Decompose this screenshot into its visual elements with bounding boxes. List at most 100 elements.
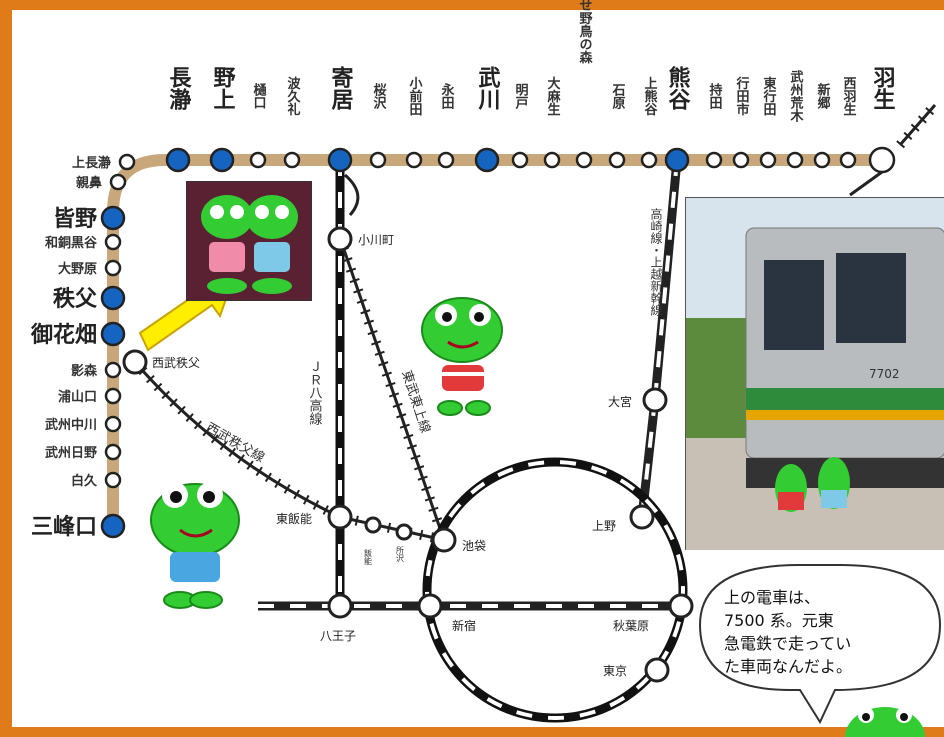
label-ueno: 上野 xyxy=(592,519,616,533)
station-dot-top-8[interactable] xyxy=(474,147,500,173)
frog-peek xyxy=(845,707,925,737)
station-label-top-18: 武州荒木 xyxy=(788,69,805,123)
border-bottom xyxy=(0,727,944,737)
station-dot-top-18[interactable] xyxy=(786,151,804,169)
tobu-tojo-line xyxy=(335,236,449,542)
speech-line-1: 上の電車は、 xyxy=(724,588,821,607)
yamanote-line xyxy=(422,457,688,723)
top-stations: 長瀞野上樋口波久礼寄居桜沢小前田永田武川明戸大麻生ひろせ野鳥の森石原上熊谷熊谷持… xyxy=(165,0,896,174)
station-dot-left-9[interactable] xyxy=(104,415,122,433)
photo-frog-figurines xyxy=(186,181,312,301)
station-label-top-3: 波久礼 xyxy=(285,76,301,117)
station-hanno[interactable] xyxy=(364,516,382,534)
station-dot-top-7[interactable] xyxy=(437,151,455,169)
station-shinjuku[interactable] xyxy=(417,593,443,619)
station-label-left-8: 浦山口 xyxy=(58,389,97,405)
tobu-loop xyxy=(343,173,360,217)
station-dot-top-19[interactable] xyxy=(813,151,831,169)
station-ikebukuro[interactable] xyxy=(431,527,457,553)
station-akihabara[interactable] xyxy=(668,593,694,619)
station-label-left-0: 上長瀞 xyxy=(72,155,111,171)
label-tokorozawa: 所沢 xyxy=(396,545,405,563)
station-dot-top-6[interactable] xyxy=(405,151,423,169)
station-dot-left-2[interactable] xyxy=(100,205,126,231)
station-label-top-1: 野上 xyxy=(210,66,236,110)
station-dot-left-8[interactable] xyxy=(104,387,122,405)
station-dot-top-9[interactable] xyxy=(511,151,529,169)
station-seibu-chichibu[interactable] xyxy=(122,349,148,375)
station-dot-top-20[interactable] xyxy=(839,151,857,169)
train-image: 7702 xyxy=(686,198,944,550)
station-label-top-20: 西羽生 xyxy=(841,77,857,116)
label-ikebukuro: 池袋 xyxy=(462,539,486,553)
station-dot-top-0[interactable] xyxy=(165,147,191,173)
station-dot-top-4[interactable] xyxy=(327,147,353,173)
station-label-top-16: 行田市 xyxy=(734,76,751,117)
station-dot-top-1[interactable] xyxy=(209,147,235,173)
station-dot-top-2[interactable] xyxy=(249,151,267,169)
station-ogawamachi[interactable] xyxy=(327,226,353,252)
station-label-top-15: 持田 xyxy=(707,82,723,110)
station-label-top-8: 武川 xyxy=(475,66,502,110)
station-label-top-2: 樋口 xyxy=(251,82,267,109)
label-ogawamachi: 小川町 xyxy=(358,233,394,247)
label-higashi-hanno: 東飯能 xyxy=(276,511,312,526)
station-dot-top-3[interactable] xyxy=(283,151,301,169)
station-dot-top-13[interactable] xyxy=(640,151,658,169)
station-label-top-19: 新郷 xyxy=(815,82,831,110)
station-label-left-11: 白久 xyxy=(71,473,98,489)
station-dot-left-12[interactable] xyxy=(100,513,126,539)
speech-bubble-text: 上の電車は、 7500 系。元東 急電鉄で走ってい た車両なんだよ。 xyxy=(724,586,914,678)
station-dot-left-0[interactable] xyxy=(118,153,136,171)
station-dot-top-15[interactable] xyxy=(705,151,723,169)
label-akihabara: 秋葉原 xyxy=(613,619,649,633)
station-dot-left-11[interactable] xyxy=(104,471,122,489)
tobu-isesaki-line xyxy=(849,101,939,197)
station-label-top-13: 上熊谷 xyxy=(642,77,658,117)
station-label-left-3: 和銅黒谷 xyxy=(45,235,98,251)
frog-character-middle xyxy=(421,297,503,416)
station-dot-left-3[interactable] xyxy=(104,233,122,251)
station-label-left-4: 大野原 xyxy=(58,261,97,277)
photo-train-7500: 7702 xyxy=(685,197,944,550)
frog-figurines-image xyxy=(187,182,311,300)
station-ueno[interactable] xyxy=(629,504,655,530)
station-dot-top-16[interactable] xyxy=(732,151,750,169)
station-higashi-hanno[interactable] xyxy=(327,504,353,530)
station-label-left-10: 武州日野 xyxy=(45,445,97,461)
station-dot-top-11[interactable] xyxy=(575,151,593,169)
station-dot-top-10[interactable] xyxy=(543,151,561,169)
station-label-top-21: 羽生 xyxy=(870,66,896,110)
label-hachioji: 八王子 xyxy=(320,629,356,643)
station-dot-left-5[interactable] xyxy=(100,285,126,311)
station-label-left-7: 影森 xyxy=(71,363,98,379)
station-dot-top-14[interactable] xyxy=(664,147,690,173)
station-dot-left-10[interactable] xyxy=(104,443,122,461)
station-label-left-5: 秩父 xyxy=(53,287,98,312)
station-dot-top-5[interactable] xyxy=(369,151,387,169)
station-label-top-9: 明戸 xyxy=(513,83,529,110)
station-dot-left-6[interactable] xyxy=(100,321,126,347)
station-hachioji[interactable] xyxy=(327,593,353,619)
station-tokorozawa[interactable] xyxy=(395,523,413,541)
label-jr-hachiko: ＪＲ八高線 xyxy=(307,360,323,425)
station-dot-left-7[interactable] xyxy=(104,361,122,379)
station-tokyo[interactable] xyxy=(644,657,670,683)
label-seibu-chichibu: 西武秩父 xyxy=(152,356,200,370)
station-label-top-5: 桜沢 xyxy=(371,82,387,110)
station-dot-top-17[interactable] xyxy=(759,151,777,169)
station-label-top-10: 大麻生 xyxy=(545,76,562,116)
frog-character-left xyxy=(150,482,240,609)
label-ohmiya: 大宮 xyxy=(608,394,632,409)
station-label-left-12: 三峰口 xyxy=(31,515,97,540)
station-dot-left-4[interactable] xyxy=(104,259,122,277)
station-dot-left-1[interactable] xyxy=(109,173,127,191)
label-shinjuku: 新宿 xyxy=(452,618,476,633)
speech-line-3: 急電鉄で走ってい xyxy=(724,634,852,653)
station-label-top-0: 長瀞 xyxy=(166,66,192,110)
station-dot-top-21[interactable] xyxy=(868,146,896,174)
station-ohmiya[interactable] xyxy=(642,387,668,413)
station-dot-top-12[interactable] xyxy=(608,151,626,169)
